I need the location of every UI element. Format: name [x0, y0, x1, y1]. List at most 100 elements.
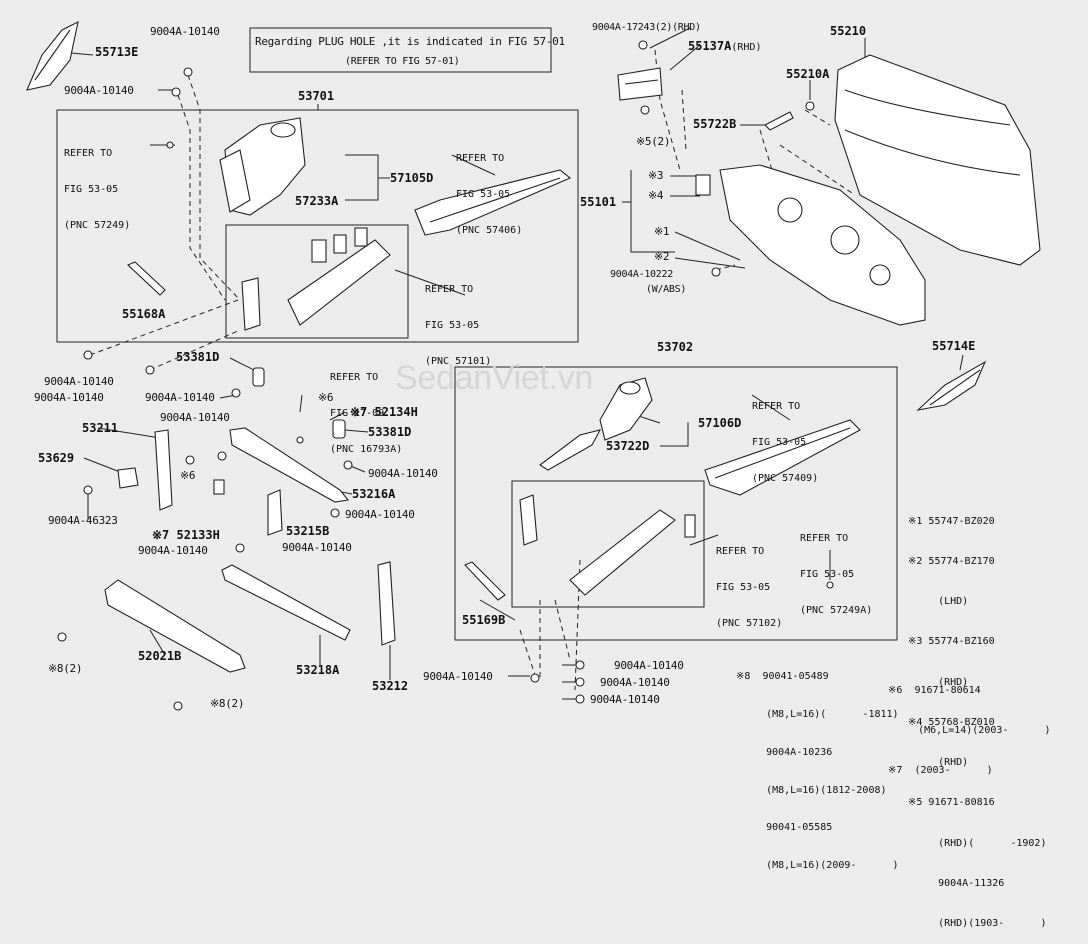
part-53212 [377, 561, 396, 646]
part-53218A [221, 564, 351, 641]
part-55168A [127, 261, 166, 296]
legend-line: ※3 55774-BZ160 [908, 636, 995, 648]
label-53629: 53629 [38, 451, 75, 465]
part-55169B [464, 561, 506, 601]
label-9004A-10140: 9004A-10140 [614, 659, 684, 672]
part-53216A [229, 427, 350, 503]
part-57233A [219, 149, 251, 213]
label-53701: 53701 [298, 89, 335, 103]
ref-57249A: REFER TO FIG 53-05 (PNC 57249A) [800, 509, 872, 629]
label-kome4: ※4 [648, 189, 664, 202]
label-9004A-10140: 9004A-10140 [64, 84, 134, 97]
label-kome6: ※6 [318, 391, 334, 404]
legend-line: ※4 55768-BZ010 [908, 716, 995, 728]
label-55713E: 55713E [95, 45, 139, 59]
label-kome6: ※6 [180, 469, 196, 482]
ref-57409: REFER TO FIG 53-05 (PNC 57409) [752, 377, 818, 497]
legend-line: ※2 55774-BZ170 [908, 556, 995, 568]
part-55714E [916, 360, 987, 411]
part-55137A [617, 67, 663, 101]
inner-box-53702 [511, 480, 705, 608]
label-55210: 55210 [830, 24, 867, 38]
label-9004A-10140: 9004A-10140 [345, 508, 415, 521]
ref-line: (PNC 57249) [64, 220, 131, 231]
label-57106D: 57106D [698, 416, 742, 430]
label-9004A-10140: 9004A-10140 [282, 541, 352, 554]
label-55168A: 55168A [122, 307, 166, 321]
ref-line: REFER TO [716, 546, 765, 557]
label-53218A: 53218A [296, 663, 340, 677]
label-9004A-10140: 9004A-10140 [600, 676, 670, 689]
legend-line: (M8,L=16)(1812-2008) [736, 784, 887, 796]
label-kome5: ※5(2) [636, 135, 671, 148]
part-53215B [267, 489, 283, 536]
part-55101 [719, 164, 926, 326]
ref-line: FIG 53-05 [752, 437, 807, 448]
part-57406 [414, 169, 572, 236]
part-53381D-a [252, 367, 265, 387]
inner-box-53701 [225, 224, 409, 339]
label-kome3: ※3 [648, 169, 664, 182]
legend-line: ※8 90041-05489 [736, 671, 829, 683]
label-9004A-10140: 9004A-10140 [138, 544, 208, 557]
legend-bottom-left: ※8 90041-05489 (M8,L=16)( -1811) 9004A-1… [736, 646, 899, 885]
label-55714E: 55714E [932, 339, 976, 353]
ref-line: (PNC 57102) [716, 618, 783, 629]
note-box [249, 27, 552, 73]
ref-16793A: REFER TO FIG 17-09 (PNC 16793A) [330, 348, 402, 468]
legend-line: (RHD)(1903- ) [908, 918, 1047, 929]
label-kome8: ※8(2) [48, 662, 83, 675]
legend-line: ※1 55747-BZ020 [908, 515, 995, 527]
part-53211 [154, 429, 173, 511]
ref-line: FIG 53-05 [800, 569, 855, 580]
label-9004A-10140: 9004A-10140 [44, 375, 114, 388]
label-9004A-46323: 9004A-46323 [48, 514, 118, 527]
ref-line: REFER TO [64, 148, 113, 159]
legend-bottom-right: ※6 91671-80614 (M6,L=14)(2003- ) ※7 (200… [888, 657, 1051, 791]
legend-line: (M8,L=16)( -1811) [736, 708, 899, 720]
note-line2: (REFER TO FIG 57-01) [345, 56, 460, 67]
part-bracket-left [241, 277, 261, 331]
ref-line: (PNC 57249A) [800, 605, 873, 616]
legend-line: (RHD)( -1902) [908, 837, 1047, 849]
label-9004A-10140: 9004A-10140 [368, 467, 438, 480]
part-55722B [764, 111, 794, 131]
label-9004A-10140: 9004A-10140 [150, 25, 220, 38]
label-55137A-suffix: (RHD) [731, 42, 762, 53]
diagram-drawing [26, 20, 1041, 711]
ref-line: REFER TO [425, 284, 474, 295]
ref-line: REFER TO [800, 533, 849, 544]
legend-line: (M8,L=16)(2009- ) [736, 860, 899, 872]
ref-line: (PNC 57406) [456, 225, 523, 236]
ref-57102: REFER TO FIG 53-05 (PNC 57102) [716, 522, 782, 642]
label-9004A-10140: 9004A-10140 [423, 670, 493, 683]
ref-57249: REFER TO FIG 53-05 (PNC 57249) [64, 124, 130, 244]
legend-line: ※5 91671-80816 [908, 797, 995, 809]
label-55169B: 55169B [462, 613, 506, 627]
label-52134H: ※7 52134H [350, 405, 418, 419]
ref-line: (PNC 57409) [752, 473, 819, 484]
legend-line: ※6 91671-80614 [888, 684, 981, 696]
part-53629 [117, 467, 139, 489]
label-52133H: ※7 52133H [152, 528, 220, 542]
legend-line: 9004A-10236 [736, 746, 833, 758]
label-9004A-10222: 9004A-10222 [610, 269, 673, 280]
ref-line: FIG 53-05 [64, 184, 119, 195]
label-9004A-10140: 9004A-10140 [34, 391, 104, 404]
label-52021B: 52021B [138, 649, 182, 663]
ref-line: FIG 53-05 [716, 582, 771, 593]
label-57233A: 57233A [295, 194, 339, 208]
label-wabs: (W/ABS) [646, 284, 687, 295]
legend-line: (M6,L=14)(2003- ) [888, 725, 1051, 737]
label-53381D: 53381D [368, 425, 412, 439]
legend-line: 9004A-11326 [908, 877, 1005, 889]
label-55101: 55101 [580, 195, 617, 209]
label-9004A-10140: 9004A-10140 [590, 693, 660, 706]
watermark: SedanViet.vn [395, 359, 594, 397]
label-kome8: ※8(2) [210, 697, 245, 710]
part-53381D-b [332, 419, 346, 439]
ref-line: FIG 53-05 [425, 320, 480, 331]
ref-57101: REFER TO FIG 53-05 (PNC 57101) [425, 260, 491, 380]
label-55210A: 55210A [786, 67, 830, 81]
legend-line: (LHD) [908, 596, 969, 608]
